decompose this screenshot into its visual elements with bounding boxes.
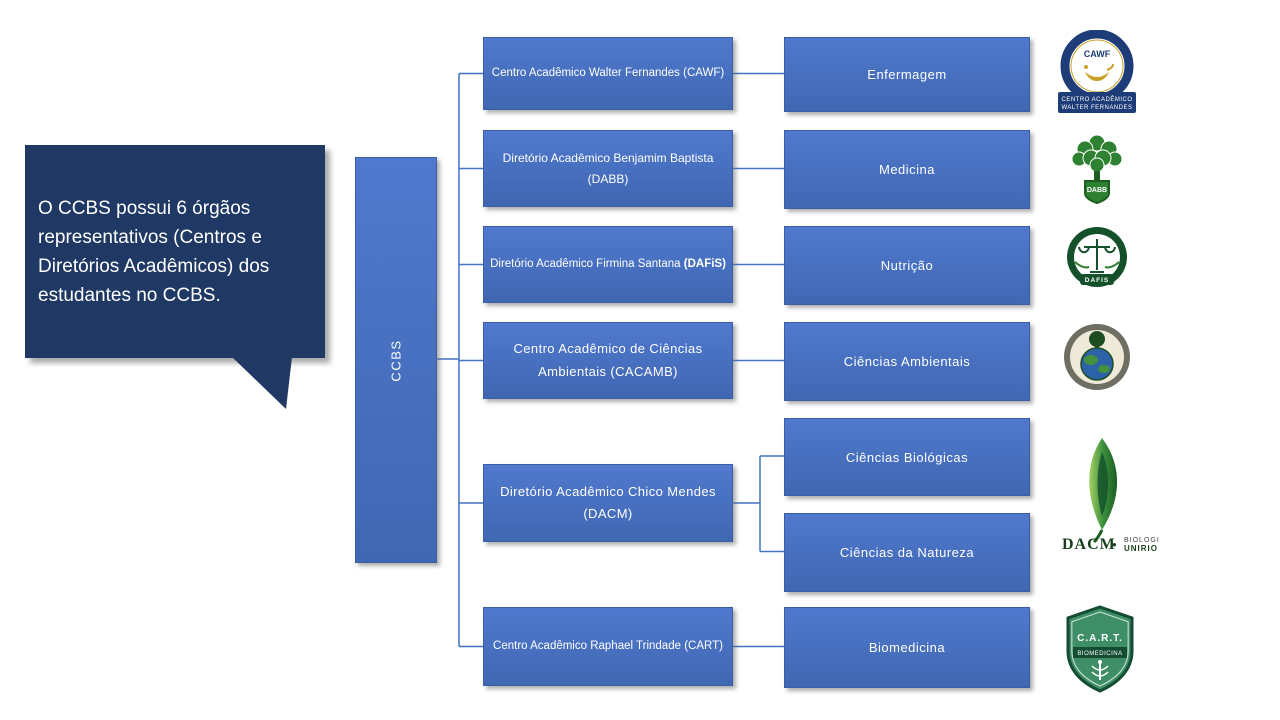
callout-text: O CCBS possui 6 órgãos representativos (… [38, 198, 270, 306]
root-node-ccbs: CCBS [355, 157, 437, 563]
tree-trunk [1094, 171, 1100, 181]
course-box-label: Ciências Ambientais [843, 354, 971, 369]
callout-tail [232, 357, 292, 409]
dacm-logo-icon: DACM • BIOLOGIA UNIRIO [1062, 438, 1160, 553]
root-node-label: CCBS [388, 338, 404, 382]
cawf-acronym: CAWF [1084, 49, 1111, 59]
cart-banner: BIOMEDICINA [1077, 651, 1122, 657]
dabb-acronym: DABB [1087, 187, 1107, 194]
course-box-ciencias-biologicas: Ciências Biológicas [784, 418, 1030, 496]
dacm-text-line1: BIOLOGIA [1124, 537, 1160, 544]
course-box-label: Enfermagem [867, 67, 947, 82]
dacm-bullet: • [1112, 537, 1117, 552]
dafis-acronym: DAFIS [1085, 277, 1110, 284]
callout-bubble: O CCBS possui 6 órgãos representativos (… [25, 145, 325, 358]
org-box-label: Diretório Acadêmico Benjamim Baptista (D… [502, 151, 714, 186]
cawf-banner-line1: CENTRO ACADÊMICO [1061, 95, 1132, 103]
dabb-logo-icon: DABB [1071, 134, 1123, 205]
leaf-stem [1092, 529, 1104, 544]
course-box-nutricao: Nutrição [784, 226, 1030, 305]
org-box-label: Centro Acadêmico Raphael Trindade (CART) [493, 639, 723, 652]
cawf-banner-line2: WALTER FERNANDES [1061, 105, 1132, 111]
org-box-label: Centro Acadêmico Walter Fernandes (CAWF) [491, 66, 725, 79]
org-box-label: Centro Acadêmico de Ciências Ambientais … [513, 341, 703, 379]
cart-acronym: C.A.R.T. [1077, 633, 1123, 644]
dafis-logo-icon: DAFIS [1067, 227, 1127, 287]
tree-icon [1089, 331, 1105, 347]
course-box-label: Medicina [878, 162, 936, 177]
globe-icon [1080, 347, 1114, 381]
course-box-ciencias-da-natureza: Ciências da Natureza [784, 513, 1030, 592]
org-box-cart: Centro Acadêmico Raphael Trindade (CART) [483, 607, 733, 686]
cacamb-logo-icon [1064, 324, 1130, 390]
cawf-logo-icon: CAWF CENTRO ACADÊMICO WALTER FERNANDES [1058, 30, 1136, 113]
course-box-biomedicina: Biomedicina [784, 607, 1030, 688]
course-box-label: Biomedicina [868, 640, 946, 655]
org-box-cacamb: Centro Acadêmico de Ciências Ambientais … [483, 322, 733, 399]
course-box-label: Ciências Biológicas [845, 449, 969, 465]
dacm-text-line2: UNIRIO [1124, 544, 1158, 553]
org-box-dabb: Diretório Acadêmico Benjamim Baptista (D… [483, 130, 733, 207]
course-box-label: Ciências da Natureza [839, 545, 975, 560]
caduceus-icon [1091, 660, 1109, 680]
course-box-enfermagem: Enfermagem [784, 37, 1030, 112]
course-box-label: Nutrição [880, 258, 934, 273]
course-box-medicina: Medicina [784, 130, 1030, 209]
lamp-icon [1085, 72, 1109, 81]
scales-icon [1078, 239, 1116, 273]
cart-logo-icon: C.A.R.T. BIOMEDICINA [1066, 605, 1134, 693]
dacm-acronym: DACM [1062, 536, 1116, 553]
org-box-cawf: Centro Acadêmico Walter Fernandes (CAWF) [483, 37, 733, 110]
org-box-label: Diretório Acadêmico Firmina Santana (DAF… [490, 257, 726, 270]
course-box-ciencias-ambientais: Ciências Ambientais [784, 322, 1030, 401]
org-box-dafis: Diretório Acadêmico Firmina Santana (DAF… [483, 226, 733, 303]
org-box-label: Diretório Acadêmico Chico Mendes (DACM) [500, 483, 716, 521]
org-box-dacm: Diretório Acadêmico Chico Mendes (DACM) [483, 464, 733, 542]
